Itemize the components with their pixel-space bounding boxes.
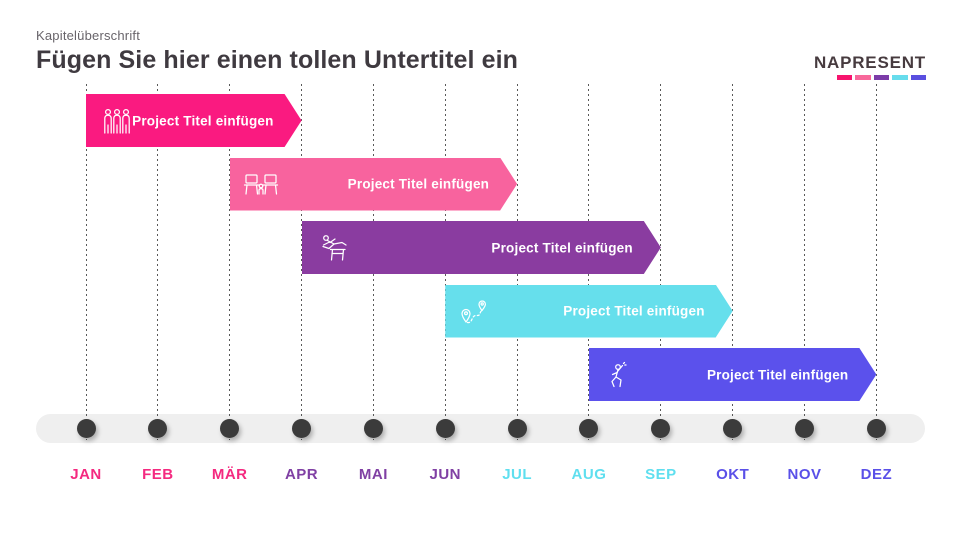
month-label-dez: DEZ [860, 466, 893, 483]
logo-color-bar [892, 75, 908, 80]
page-title: Fügen Sie hier einen tollen Untertitel e… [36, 46, 519, 74]
logo: NAPRESENT [814, 54, 926, 80]
month-gridline [229, 84, 231, 440]
project-bar: Project Titel einfügen [302, 221, 661, 274]
timeline-dot [363, 419, 383, 438]
month-label-sep: SEP [645, 466, 677, 483]
month-label-mär: MÄR [211, 466, 248, 483]
timeline-dot [579, 419, 599, 438]
project-bar-label: Project Titel einfügen [347, 176, 490, 192]
route-pins-icon [458, 295, 494, 327]
timeline-dot [795, 419, 815, 438]
logo-color-bar [836, 75, 852, 80]
month-label-okt: OKT [716, 466, 750, 483]
timeline-dot [148, 419, 168, 438]
team-icon [99, 105, 135, 137]
project-bar-label: Project Titel einfügen [132, 113, 274, 128]
month-gridline [157, 84, 159, 440]
hurdler-icon [315, 232, 351, 264]
route-pins-icon [458, 295, 494, 327]
runner-icon [602, 359, 638, 391]
month-gridline [85, 84, 87, 440]
timeline-dot [866, 419, 886, 438]
team-icon [99, 105, 135, 137]
project-bar: Project Titel einfügen [230, 158, 517, 211]
project-bar: Project Titel einfügen [445, 285, 732, 338]
meeting-desks-icon [243, 168, 279, 200]
meeting-desks-icon [243, 168, 279, 200]
timeline-dot [651, 419, 671, 438]
project-bar-label: Project Titel einfügen [491, 240, 633, 255]
project-bar-label: Project Titel einfügen [563, 303, 705, 319]
section-kicker: Kapitelüberschrift [36, 28, 141, 43]
timeline-track [36, 414, 925, 443]
logo-color-bar [910, 75, 926, 80]
month-label-jun: JUN [429, 466, 462, 483]
month-label-jul: JUL [502, 466, 533, 483]
logo-color-bars [814, 75, 926, 80]
month-gridline [875, 84, 877, 440]
hurdler-icon [315, 232, 351, 264]
timeline-dot [76, 419, 96, 438]
month-gridline [732, 84, 734, 440]
logo-color-bar [855, 75, 871, 80]
logo-color-bar [873, 75, 889, 80]
timeline-dot [507, 419, 527, 438]
timeline-dot [435, 419, 455, 438]
month-label-mai: MAI [358, 466, 388, 483]
logo-wordmark: NAPRESENT [813, 53, 926, 72]
month-label-feb: FEB [142, 466, 174, 483]
timeline-dot [292, 419, 312, 438]
runner-icon [602, 359, 638, 391]
month-gridline [660, 84, 662, 440]
timeline-dot [220, 419, 240, 438]
project-bar: Project Titel einfügen [86, 94, 302, 147]
project-bar-label: Project Titel einfügen [706, 367, 849, 382]
project-bar: Project Titel einfügen [589, 348, 876, 401]
month-gridline [804, 84, 806, 440]
month-label-nov: NOV [787, 466, 822, 483]
timeline-dot [723, 419, 743, 438]
month-label-jan: JAN [70, 466, 102, 483]
month-label-aug: AUG [571, 466, 607, 483]
month-label-apr: APR [284, 466, 319, 483]
